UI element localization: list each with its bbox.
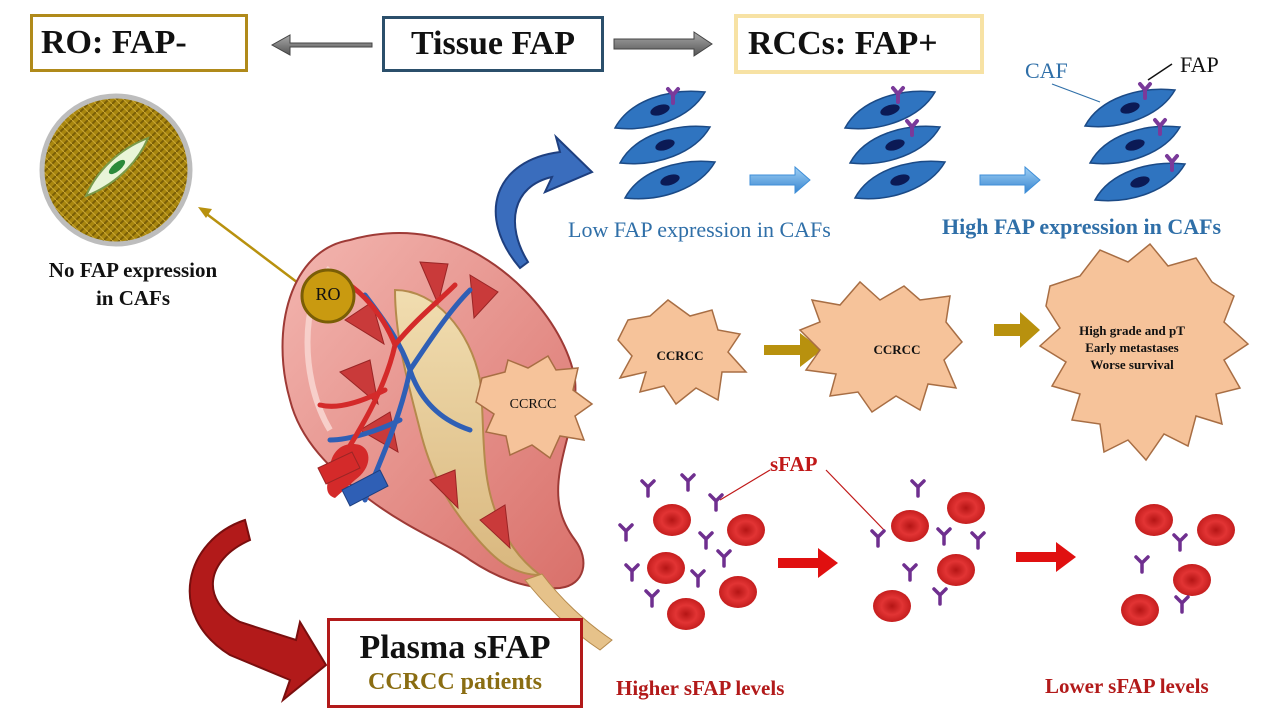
tumor-medium [798,280,964,414]
tumor-outcomes: High grade and pT Early metastases Worse… [1062,322,1202,373]
ro-label: RO [315,284,341,304]
curved-red-arrow [188,518,328,704]
ro-fap-negative-box: RO: FAP- [30,14,248,72]
tumor-kidney [475,354,594,460]
curved-blue-arrow [494,133,594,270]
rccs-fap-positive-box: RCCs: FAP+ [734,14,984,74]
ro-pointer-head [198,207,212,218]
outcome-survival: Worse survival [1090,357,1174,372]
kidney-illustration [281,232,613,651]
fap-pointer [1147,63,1173,81]
outcome-grade: High grade and pT [1079,323,1185,338]
blood-group-lower [1121,504,1235,626]
tissue-fap-box: Tissue FAP [382,16,604,72]
plasma-sfap-subtitle: CCRCC patients [368,669,542,695]
caf-cells-low [614,87,716,200]
outcome-metastases: Early metastases [1085,340,1179,355]
tumor-small [617,299,748,406]
arrow-left-gray [270,34,373,56]
fap-label: FAP [1180,52,1219,77]
arrow-gold-2 [994,312,1040,348]
ro-marker [300,268,356,324]
ro-pointer [203,211,311,293]
blood-group-mid [870,479,986,622]
blood-group-higher [618,473,765,630]
high-fap-label: High FAP expression in CAFs [942,214,1222,239]
tissue-fap-label: Tissue FAP [410,25,576,62]
sfap-pointer-1 [719,469,771,501]
higher-sfap-label: Higher sFAP levels [616,676,785,700]
sfap-label: sFAP [770,452,818,476]
caf-cells-mid [844,86,946,200]
ccrcc-label-kidney: CCRCC [509,397,557,412]
arrow-red-1 [778,548,838,578]
arrow-red-2 [1016,542,1076,572]
arrow-right-gray [613,31,713,57]
low-fap-label: Low FAP expression in CAFs [568,217,831,242]
arrow-gold-1 [764,333,822,367]
arrow-blue-1 [749,165,811,195]
no-fap-label: No FAP expression in CAFs [48,258,218,310]
sfap-pointer-2 [825,469,885,531]
rccs-fap-positive-label: RCCs: FAP+ [748,25,938,62]
plasma-sfap-box: Plasma sFAP CCRCC patients [327,618,583,708]
arrow-blue-2 [979,165,1041,195]
caf-label: CAF [1025,58,1068,83]
ro-fap-negative-label: RO: FAP- [41,24,187,61]
tumor-large [1038,242,1250,462]
ro-nucleus [108,159,126,175]
plasma-sfap-title: Plasma sFAP [359,629,551,666]
lower-sfap-label: Lower sFAP levels [1045,674,1209,698]
ccrcc-label-small: CCRCC [656,348,704,363]
caf-pointer [1051,83,1101,103]
ccrcc-label-medium: CCRCC [873,342,921,357]
